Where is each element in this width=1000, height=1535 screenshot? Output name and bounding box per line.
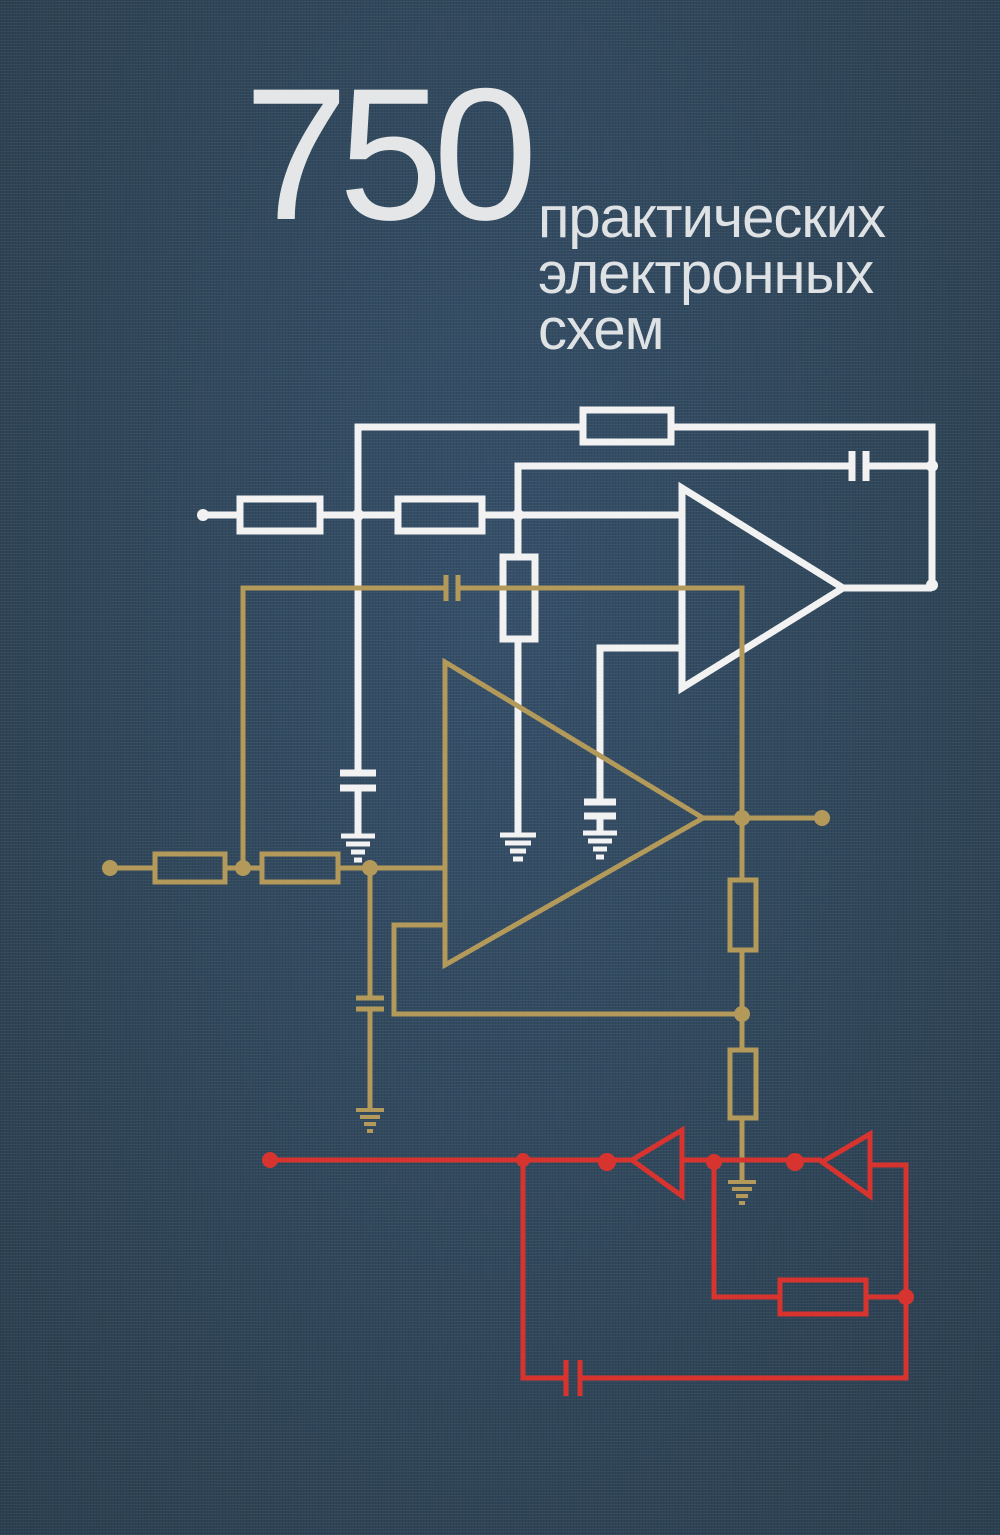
white-circuit bbox=[203, 406, 936, 836]
ground-icon bbox=[728, 1180, 756, 1205]
op-amp-icon bbox=[442, 657, 708, 970]
title-line-2: электронных bbox=[538, 241, 874, 306]
white-junctions bbox=[197, 460, 938, 591]
ground-icon bbox=[341, 833, 375, 863]
ground-icon bbox=[583, 830, 617, 860]
resistor-icon bbox=[152, 851, 228, 885]
title-line-1: практических bbox=[538, 185, 886, 250]
resistor-icon bbox=[727, 877, 759, 953]
ground-icon bbox=[356, 1108, 384, 1133]
red-circuit bbox=[270, 1125, 909, 1396]
gold-circuit bbox=[110, 575, 822, 1182]
resistor-icon bbox=[777, 1277, 869, 1317]
red-junctions bbox=[262, 1152, 914, 1305]
resistor-icon bbox=[394, 495, 486, 535]
resistor-icon bbox=[579, 406, 675, 446]
resistor-icon bbox=[236, 495, 324, 535]
resistor-icon bbox=[259, 851, 341, 885]
ground-icon bbox=[500, 832, 536, 862]
buffer-amplifier-icon bbox=[817, 1129, 873, 1201]
title-line-3: схем bbox=[538, 297, 664, 362]
buffer-amplifier-icon bbox=[627, 1125, 685, 1201]
resistor-icon bbox=[499, 553, 539, 643]
resistor-icon bbox=[727, 1047, 759, 1121]
title-number: 750 bbox=[244, 49, 538, 259]
gold-junctions bbox=[102, 810, 830, 1022]
